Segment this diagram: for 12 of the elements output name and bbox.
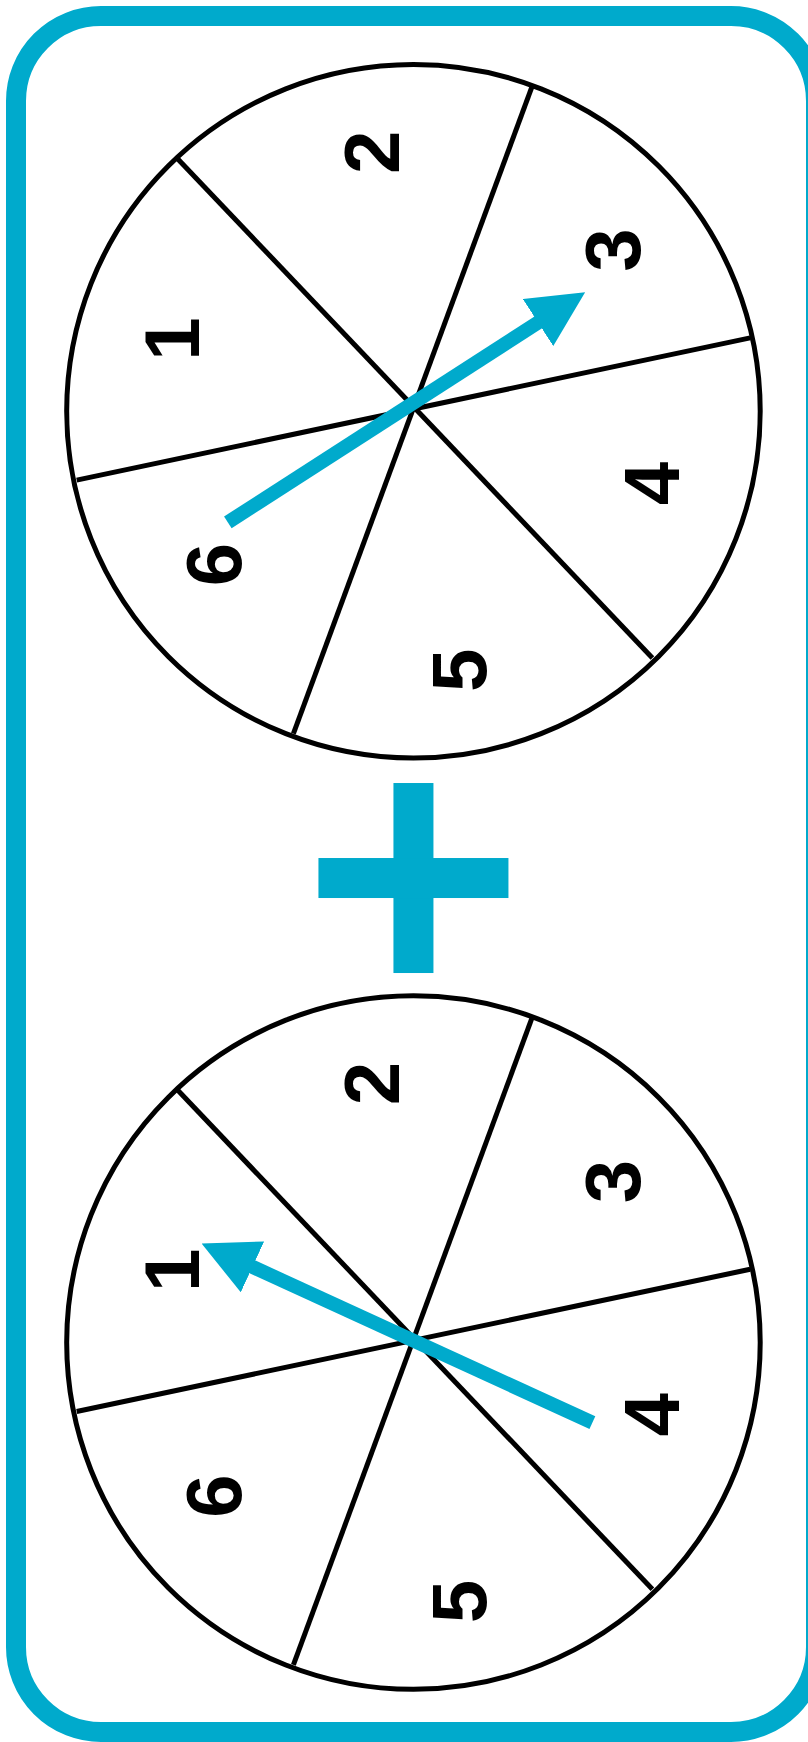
spinner-number: 5 xyxy=(415,648,503,692)
spinner-number: 1 xyxy=(128,317,217,361)
spinner-number: 2 xyxy=(328,130,417,174)
spinner-number: 1 xyxy=(128,1248,217,1293)
spinner-number: 5 xyxy=(415,1579,503,1624)
spinner-number: 4 xyxy=(608,461,697,506)
spinner-number: 6 xyxy=(170,1474,259,1518)
spinner-number: 2 xyxy=(328,1061,417,1106)
spinner-number: 3 xyxy=(569,228,658,272)
spinner-number: 3 xyxy=(569,1159,658,1204)
spinner-number: 6 xyxy=(170,542,259,587)
spinner-number: 4 xyxy=(608,1393,697,1437)
